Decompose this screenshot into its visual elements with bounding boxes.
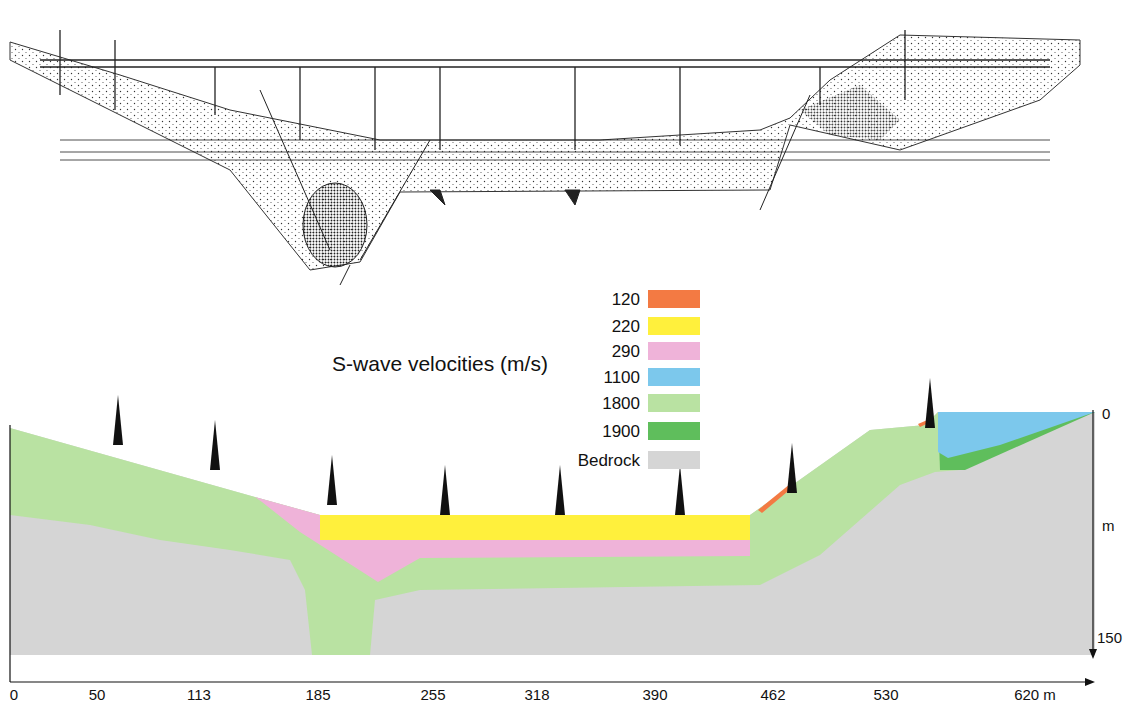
axis-label: 318 <box>524 687 549 702</box>
velocity-section <box>10 412 1095 655</box>
axes <box>10 410 1097 686</box>
axis-label: 185 <box>305 687 330 702</box>
legend-label: 220 <box>612 318 640 335</box>
legend-label: 290 <box>612 343 640 360</box>
axis-label: 620 m <box>1014 687 1056 702</box>
legend-swatch <box>648 451 700 469</box>
axis-label: 462 <box>760 687 785 702</box>
legend-swatch <box>648 290 700 308</box>
legend-label: 1100 <box>603 369 640 386</box>
legend-label: 1800 <box>602 395 640 412</box>
axis-label: 530 <box>873 687 898 702</box>
legend-swatch <box>648 317 700 335</box>
legend-swatch <box>648 368 700 386</box>
axis-label: m <box>1102 518 1115 533</box>
legend-swatch <box>648 342 700 360</box>
axis-label: 0 <box>1102 406 1110 421</box>
legend-label: 1900 <box>602 423 640 440</box>
axis-label: 390 <box>642 687 667 702</box>
legend-label: Bedrock <box>578 452 640 469</box>
legend-heading: S-wave velocities (m/s) <box>332 353 548 374</box>
legend-swatch <box>648 422 700 440</box>
axis-label: 150 <box>1097 630 1122 645</box>
station-marker <box>113 378 935 515</box>
legend-swatch <box>648 394 700 412</box>
axis-label: 0 <box>10 687 18 702</box>
axis-label: 255 <box>420 687 445 702</box>
legend-label: 120 <box>612 291 640 308</box>
axis-label: 50 <box>89 687 106 702</box>
historic-section-sketch <box>10 30 1080 285</box>
axis-label: 113 <box>187 687 211 702</box>
